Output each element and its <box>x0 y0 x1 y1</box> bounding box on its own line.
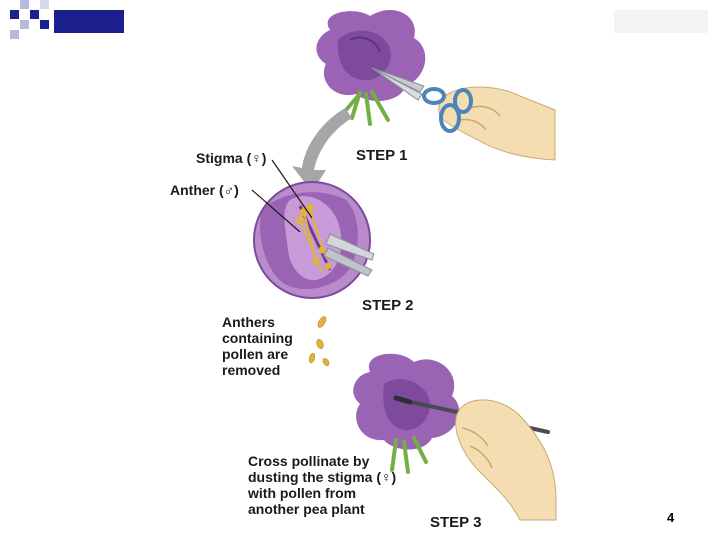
curved-arrow-icon <box>292 108 352 192</box>
page-number: 4 <box>667 510 674 525</box>
magnified-flower-circle <box>254 182 374 298</box>
cross-pollinate-caption: Cross pollinate by dusting the stigma (♀… <box>248 453 396 517</box>
anthers-removed-caption: Anthers containing pollen are removed <box>222 314 293 378</box>
anther-label: Anther (♂) <box>170 182 239 198</box>
step-1-label: STEP 1 <box>356 148 407 164</box>
falling-anthers <box>308 315 330 366</box>
hand-icon <box>456 400 556 520</box>
flower-icon <box>316 10 425 124</box>
step-3-label: STEP 3 <box>430 515 481 531</box>
stigma-label: Stigma (♀) <box>196 150 266 166</box>
step-2-label: STEP 2 <box>362 298 413 314</box>
